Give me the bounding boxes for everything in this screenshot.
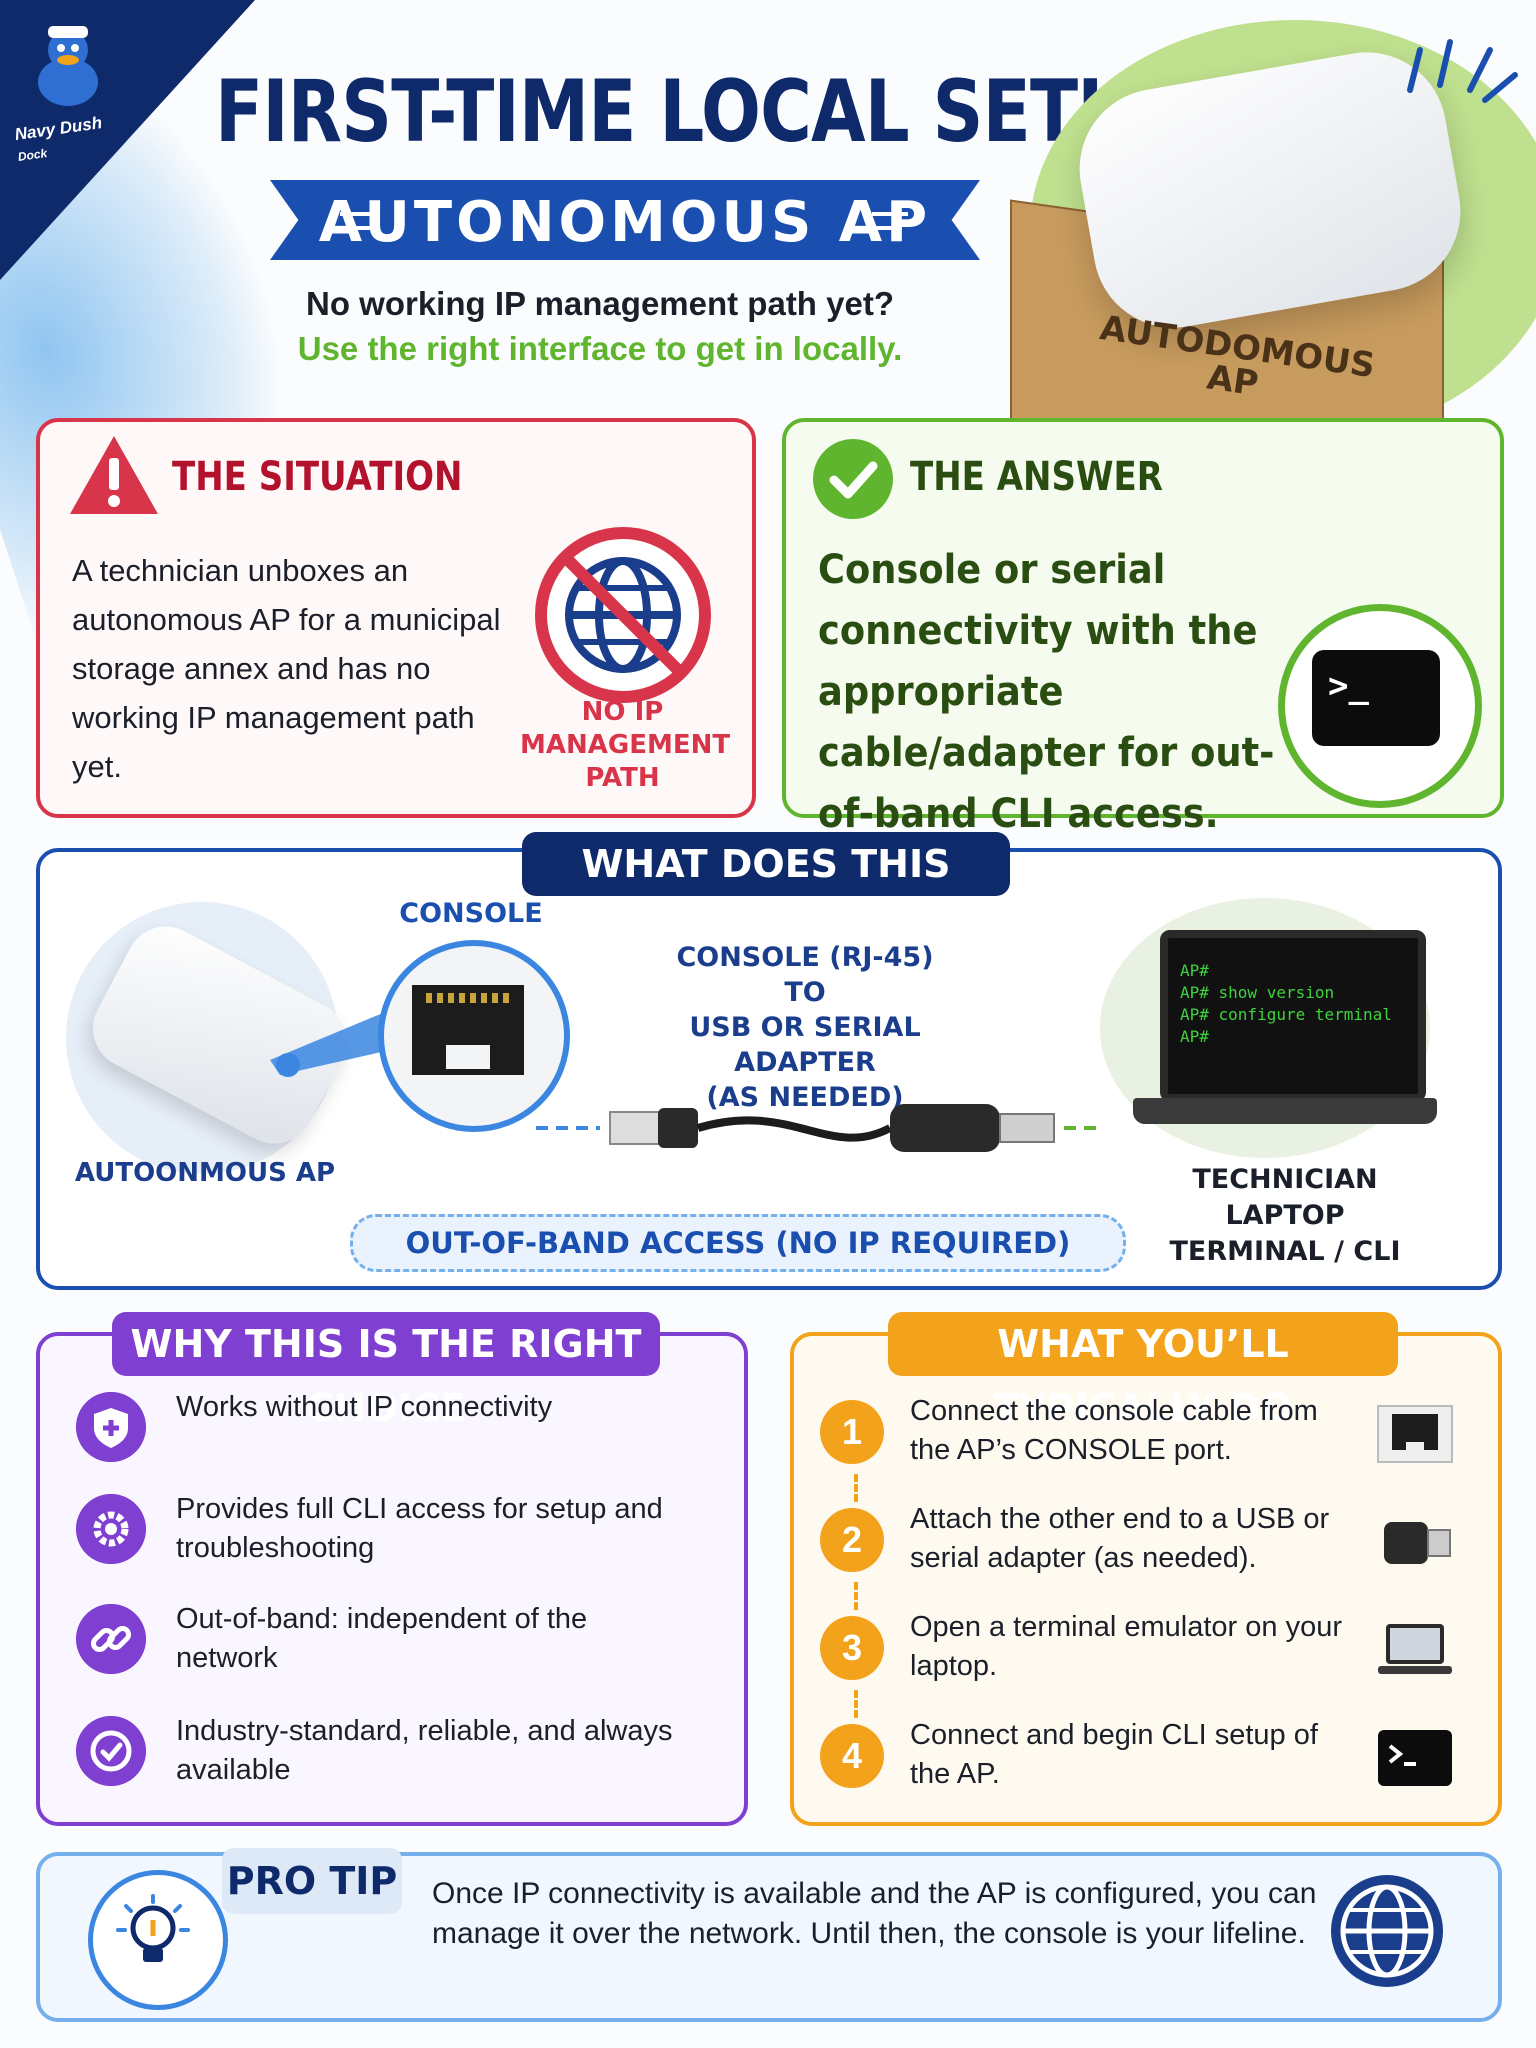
terminal-line: AP# show version — [1180, 983, 1335, 1002]
ap-label: AUTOONMOUS AP — [74, 1158, 336, 1188]
step-item: 3 Open a terminal emulator on your lapto… — [820, 1600, 1476, 1700]
situation-body: A technician unboxes an autonomous AP fo… — [72, 553, 501, 784]
answer-body: Console or serial connectivity with the … — [818, 547, 1275, 837]
cable-line-1: CONSOLE (RJ-45) — [676, 942, 934, 973]
warning-icon — [70, 436, 158, 514]
oob-access-banner: OUT-OF-BAND ACCESS (NO IP REQUIRED) — [350, 1214, 1126, 1272]
terminal-icon — [1378, 1730, 1452, 1786]
why-item-text: Industry-standard, reliable, and always … — [176, 1715, 673, 1786]
logo-corner — [0, 0, 255, 280]
why-item-text: Out-of-band: independent of the network — [176, 1603, 588, 1674]
no-ip-badge: NO IP MANAGEMENT PATH — [520, 697, 731, 793]
shield-icon — [76, 1392, 146, 1462]
zoom-connector — [270, 1010, 390, 1077]
why-item: Out-of-band: independent of the network — [72, 1598, 672, 1688]
step-item: 2 Attach the other end to a USB or seria… — [820, 1492, 1476, 1592]
why-heading: WHY THIS IS THE RIGHT CHOICE — [112, 1312, 660, 1430]
step-number: 3 — [820, 1616, 884, 1680]
lightbulb-icon — [116, 1894, 190, 1962]
step-item: 4 Connect and begin CLI setup of the AP. — [820, 1708, 1476, 1808]
step-text: Open a terminal emulator on your laptop. — [910, 1611, 1342, 1682]
cable-line-2: TO — [784, 977, 826, 1008]
step-text: Connect and begin CLI setup of the AP. — [910, 1719, 1318, 1790]
laptop-label-1: TECHNICIAN LAPTOP — [1192, 1164, 1378, 1231]
step-item: 1 Connect the console cable from the AP’… — [820, 1384, 1476, 1484]
why-panel — [36, 1332, 748, 1826]
situation-heading: THE SITUATION — [172, 454, 463, 500]
console-cable-image — [536, 1104, 1104, 1152]
meaning-heading: WHAT DOES THIS MEAN? — [522, 832, 1010, 950]
laptop-label-2: TERMINAL / CLI — [1169, 1236, 1401, 1267]
duck-logo-icon — [38, 26, 98, 106]
rj45-port-image — [412, 985, 524, 1075]
why-item-text: Works without IP connectivity — [176, 1391, 553, 1423]
why-item-text: Provides full CLI access for setup and t… — [176, 1493, 663, 1564]
step-number: 2 — [820, 1508, 884, 1572]
step-connector — [854, 1474, 862, 1502]
answer-heading: THE ANSWER — [910, 454, 1163, 500]
cable-description: CONSOLE (RJ-45) TO USB OR SERIAL ADAPTER… — [640, 940, 970, 1115]
check-badge-icon — [76, 1716, 146, 1786]
step-number: 1 — [820, 1400, 884, 1464]
terminal-line: AP# configure terminal — [1180, 1005, 1392, 1024]
why-item: Provides full CLI access for setup and t… — [72, 1488, 672, 1578]
no-network-icon — [535, 527, 711, 703]
link-icon — [76, 1604, 146, 1674]
intro-question: No working IP management path yet? — [306, 285, 894, 322]
step-connector — [854, 1582, 862, 1610]
laptop-screen: AP# AP# show version AP# configure termi… — [1160, 930, 1426, 1102]
subtitle-text: AUTONOMOUS AP — [318, 190, 932, 255]
why-item: Works without IP connectivity — [72, 1386, 672, 1476]
gear-icon — [76, 1494, 146, 1564]
globe-icon — [1331, 1875, 1443, 1987]
intro-answer: Use the right interface to get in locall… — [297, 330, 903, 367]
sparkle-icon — [1407, 39, 1518, 103]
terminal-icon: >_ — [1312, 650, 1440, 746]
page-title: FIRST-TIME LOCAL SETUP — [215, 62, 1185, 162]
cable-line-4: (AS NEEDED) — [706, 1082, 904, 1113]
rj45-port-icon — [1377, 1405, 1453, 1463]
step-text: Connect the console cable from the AP’s … — [910, 1395, 1318, 1466]
terminal-line: AP# — [1180, 1027, 1209, 1046]
console-port-label: CONSOLE — [399, 898, 543, 929]
pro-tip-heading: PRO TIP — [222, 1848, 402, 1914]
laptop-base — [1133, 1098, 1437, 1124]
subtitle-banner — [270, 180, 980, 260]
cable-line-3: USB OR SERIAL ADAPTER — [689, 1012, 921, 1078]
step-connector — [854, 1690, 862, 1718]
laptop-icon — [1378, 1624, 1452, 1674]
step-text: Attach the other end to a USB or serial … — [910, 1503, 1330, 1574]
check-circle-icon — [813, 439, 893, 519]
usb-adapter-icon — [1384, 1522, 1451, 1564]
why-item: Industry-standard, reliable, and always … — [72, 1710, 672, 1800]
pro-tip-body: Once IP connectivity is available and th… — [432, 1877, 1317, 1950]
terminal-line: AP# — [1180, 961, 1209, 980]
steps-heading: WHAT YOU’LL TYPICALLY DO — [888, 1312, 1398, 1430]
laptop-label: TECHNICIAN LAPTOP TERMINAL / CLI — [1140, 1162, 1430, 1270]
terminal-prompt: >_ — [1328, 666, 1369, 706]
step-number: 4 — [820, 1724, 884, 1788]
